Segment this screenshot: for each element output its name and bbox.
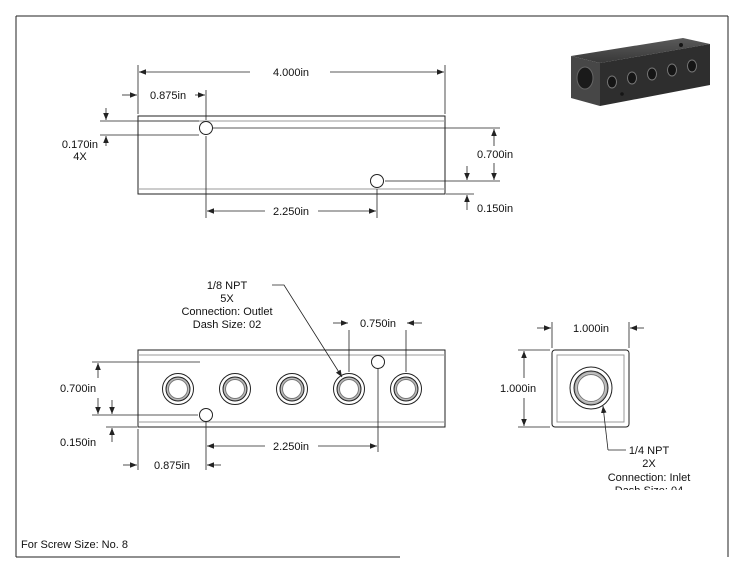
iso-outlet-port — [687, 59, 697, 73]
hole-count-label: 4X — [73, 151, 87, 163]
height-label: 0.700in — [477, 149, 513, 161]
inlet-port — [569, 366, 613, 410]
end-view — [551, 349, 630, 428]
end-width-label: 1.000in — [573, 323, 609, 335]
outlet-port — [276, 373, 308, 405]
hole-spacing-label: 2.250in — [273, 206, 309, 218]
inlet-thread-label: 1/4 NPT — [629, 445, 670, 457]
inlet-count-label: 2X — [642, 458, 656, 470]
front-hole-edge-offset-label: 0.150in — [60, 437, 96, 449]
top-view-outline — [137, 115, 446, 195]
outlet-ports — [162, 373, 422, 405]
end-view-dimensions — [518, 322, 644, 451]
outlet-count-label: 5X — [220, 293, 234, 305]
front-view-labels: 1/8 NPT 5X Connection: Outlet Dash Size:… — [60, 280, 396, 472]
outlet-port — [219, 373, 251, 405]
iso-mounting-hole — [620, 92, 624, 96]
first-hole-offset-label: 0.875in — [150, 90, 186, 102]
iso-inlet-port — [576, 66, 594, 90]
mounting-hole — [199, 408, 213, 422]
top-view-labels: 4.000in 0.875in 0.170in 4X 0.700in 0.150… — [62, 67, 513, 218]
front-view-dimensions — [92, 284, 422, 470]
end-height-label: 1.000in — [500, 383, 536, 395]
overall-length-label: 4.000in — [273, 67, 309, 79]
iso-outlet-port — [647, 67, 657, 81]
isometric-preview — [571, 38, 710, 106]
front-hole-spacing-label: 2.250in — [273, 441, 309, 453]
callout-clip — [600, 490, 700, 504]
outlet-port — [333, 373, 365, 405]
front-view — [137, 349, 446, 428]
hole-diameter-label: 0.170in — [62, 139, 98, 151]
top-view-dimensions — [100, 65, 500, 218]
mounting-hole — [371, 355, 385, 369]
mounting-hole — [370, 174, 384, 188]
iso-outlet-port — [607, 75, 617, 89]
front-height-label: 0.700in — [60, 383, 96, 395]
iso-outlet-port — [667, 63, 677, 77]
inlet-connection-label: Connection: Inlet — [608, 472, 691, 484]
outlet-port — [162, 373, 194, 405]
outlet-thread-label: 1/8 NPT — [207, 280, 248, 292]
outlet-connection-label: Connection: Outlet — [181, 306, 272, 318]
iso-outlet-port — [627, 71, 637, 85]
sheet-border — [15, 15, 729, 558]
port-pitch-label: 0.750in — [360, 318, 396, 330]
hole-edge-offset-label: 0.150in — [477, 203, 513, 215]
iso-top-face — [571, 38, 710, 63]
screw-size-note: For Screw Size: No. 8 — [21, 539, 128, 551]
front-view-outline — [137, 349, 446, 428]
mounting-hole — [199, 121, 213, 135]
outlet-dash-label: Dash Size: 02 — [193, 319, 261, 331]
outlet-port — [390, 373, 422, 405]
front-first-hole-offset-label: 0.875in — [154, 460, 190, 472]
iso-mounting-hole — [679, 43, 683, 47]
